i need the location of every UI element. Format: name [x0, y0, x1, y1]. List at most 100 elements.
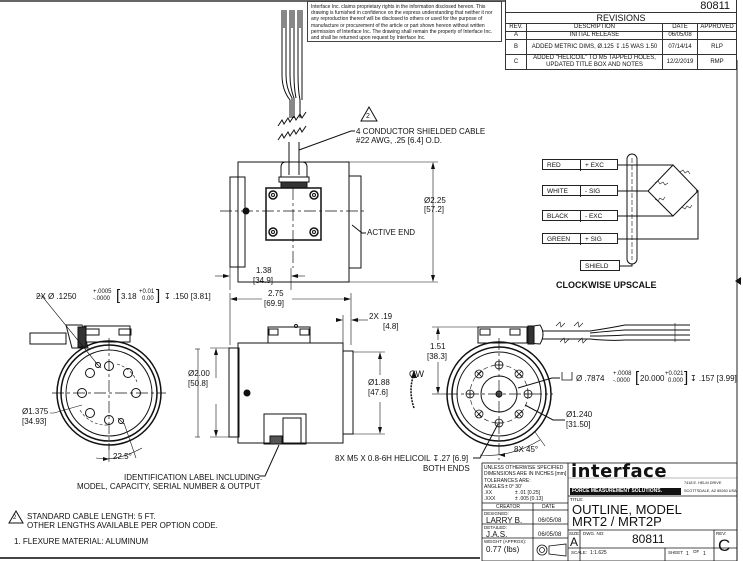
revision-description: INITIAL RELEASE	[526, 31, 663, 40]
revision-date: 06/05/08	[662, 31, 698, 40]
sheet-label: SHEET	[668, 550, 684, 555]
bore-mm-plus: +0.021	[665, 371, 684, 377]
logo-tagline: FORCE MEASUREMENT SOLUTIONS.	[572, 488, 663, 494]
dim-0-19: 2X .19	[369, 312, 393, 321]
approved-header: APPROVED	[697, 23, 737, 32]
scale-label: SCALE:	[571, 550, 588, 555]
detailed-date: 06/05/08	[538, 532, 562, 538]
pin-hole-depth: ↧ .150 [3.81]	[164, 292, 211, 301]
date-header: DATE	[662, 23, 698, 32]
wire-row-red: RED + EXC	[542, 159, 618, 171]
note-1: 1. FLEXURE MATERIAL: ALUMINUM	[14, 537, 149, 546]
id-label-callout-line2: MODEL, CAPACITY, SERIAL NUMBER & OUTPUT	[77, 482, 261, 491]
note-2-line2: OTHER LENGTHS AVAILABLE PER OPTION CODE.	[27, 521, 218, 530]
revision-rev: B	[505, 39, 527, 55]
wire-color: RED	[543, 160, 581, 171]
revision-description: ADDED METRIC DIMS, Ø.125 ↧.15 WAS 1.50	[526, 39, 663, 55]
active-end-label: ACTIVE END	[367, 228, 416, 237]
dim-1-38-mm: [34.9]	[253, 276, 274, 285]
address-line1: 7418 E. HELM DRIVE	[684, 481, 722, 485]
bracket-close: ]	[684, 369, 689, 386]
dim-1-51-mm: [38.3]	[427, 352, 448, 361]
dim-dia-2-00: Ø2.00	[188, 369, 210, 378]
cable-top-view	[277, 10, 307, 175]
dim-dia-1-375: Ø1.375	[22, 407, 49, 416]
note-2-triangle	[8, 510, 24, 524]
pin-hole-tol-minus: -.0000	[93, 296, 111, 302]
wire-color: GREEN	[543, 234, 581, 245]
revision-rev: A	[505, 31, 527, 40]
dim-1-51: 1.51	[430, 342, 446, 351]
wire-color: BLACK	[543, 211, 581, 222]
disclaimer-line: manufacture or procurement of the articl…	[311, 22, 485, 29]
revision-row: C ADDED "HELICOIL" TO M5 TAPPED HOLES, U…	[505, 54, 737, 70]
note-2-marker: 2	[366, 113, 370, 120]
revision-approved: RMP	[697, 54, 737, 70]
cable-callout-line1: 4 CONDUCTOR SHIELDED CABLE	[356, 127, 486, 136]
disclaimer-line: Interface Inc. claims proprietary rights…	[311, 4, 486, 10]
wire-row-shield: SHIELD	[580, 260, 620, 271]
revision-row: B ADDED METRIC DIMS, Ø.125 ↧.15 WAS 1.50…	[505, 39, 737, 55]
dim-dia-2-00-mm: [50.8]	[188, 379, 209, 388]
designed-date: 06/05/08	[538, 518, 562, 524]
detailed-by: J.A.S.	[486, 530, 508, 539]
title-line1: OUTLINE, MODEL	[572, 502, 682, 517]
wire-row-black: BLACK - EXC	[542, 210, 618, 222]
designed-by: LARRY B.	[486, 516, 523, 525]
size-value: A	[570, 535, 579, 549]
bore-mm-minus: 0.000	[668, 378, 684, 384]
proprietary-disclaimer: Interface Inc. claims proprietary rights…	[307, 1, 502, 42]
wire-row-green: GREEN + SIG	[542, 233, 618, 245]
dim-dia-1-240-mm: [31.50]	[566, 420, 591, 429]
wire-signal: + EXC	[585, 162, 604, 169]
revision-date: 07/14/14	[662, 39, 698, 55]
pin-hole-tol-plus: +.0005	[93, 289, 112, 295]
disclaimer-line: any reproduction thereof will be disclos…	[311, 16, 483, 23]
pin-hole-mm: 3.18	[121, 292, 137, 301]
detailed-label: DETAILED:	[484, 525, 507, 530]
wire-signal: - SIG	[585, 188, 601, 195]
bore-tol-minus: -.0000	[613, 378, 631, 384]
wire-signal: - EXC	[585, 213, 603, 220]
description-header: DESCRIPTION	[526, 23, 663, 32]
tolerance-line: DIMENSIONS ARE IN INCHES [mm]	[484, 471, 567, 477]
dim-dia-1-375-mm: [34.93]	[22, 417, 47, 426]
disclaimer-line: and shall be returned upon request by In…	[311, 35, 426, 42]
pin-hole-size: 2X Ø .1250	[36, 292, 77, 301]
dim-dia-1-88: Ø1.88	[368, 378, 390, 387]
rev-value: C	[718, 536, 731, 555]
revisions-title: REVISIONS	[505, 12, 737, 24]
body-top-view	[220, 161, 366, 283]
revision-date: 12/2/2019	[662, 54, 698, 70]
dim-dia-1-88-mm: [47.6]	[368, 388, 389, 397]
creator-header: CREATOR	[496, 504, 520, 510]
bracket-close: ]	[156, 287, 161, 304]
disclaimer-line: permission of Interface Inc. The drawing…	[311, 28, 493, 35]
drawing-number: 80811	[505, 0, 737, 13]
designed-label: DESIGNED:	[484, 511, 509, 516]
dwg-no-value: 80811	[632, 532, 665, 546]
dim-1-38: 1.38	[256, 266, 272, 275]
dim-0-19-mm: [4.8]	[383, 322, 399, 331]
revision-row: A INITIAL RELEASE 06/05/08	[505, 31, 737, 40]
bore-tol-plus: +.0008	[613, 371, 632, 377]
rev-header: REV.	[505, 23, 527, 32]
of-value: 1	[703, 551, 706, 557]
xxx-label: .XXX	[484, 496, 496, 502]
date-header: DATE	[542, 504, 555, 510]
sheet-marker-arrow	[735, 277, 741, 285]
revisions-table: 80811 REVISIONS REV. DESCRIPTION DATE AP…	[505, 0, 737, 70]
revision-approved	[697, 31, 737, 40]
end-view-right	[446, 321, 690, 460]
cw-label: CW	[409, 369, 424, 379]
title-label: TITLE:	[570, 497, 584, 502]
shield-label: SHIELD	[585, 263, 609, 270]
angle-22-5: 22.5°	[113, 452, 132, 461]
body-side-view	[228, 324, 354, 445]
bore-size: Ø .7874	[576, 374, 605, 383]
helicoil-callout-line1: 8X M5 X 0.8-6H HELICOIL ↧.27 [6.9]	[335, 454, 469, 463]
pin-hole-mm-plus: +0.01	[139, 289, 155, 295]
sheet-value: 1	[686, 551, 689, 557]
wire-signal: + SIG	[585, 236, 602, 243]
